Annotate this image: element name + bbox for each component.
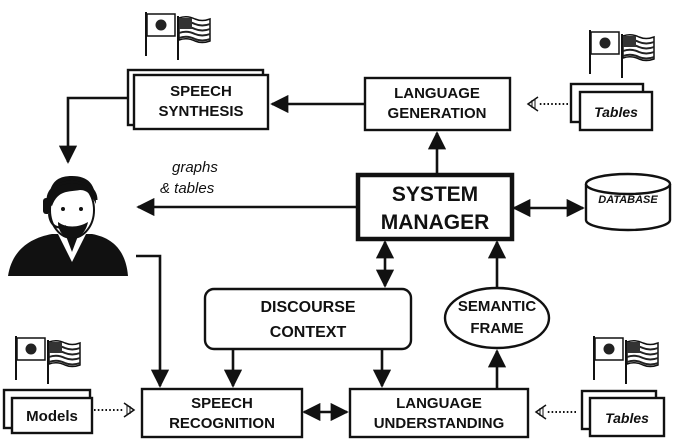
language-generation-node: LANGUAGE GENERATION xyxy=(363,76,512,132)
discourse-context-line2: CONTEXT xyxy=(270,324,347,341)
system-manager-node: SYSTEM MANAGER xyxy=(355,172,515,242)
graphs-tables-line2: & tables xyxy=(160,180,215,197)
models-feed-arrow xyxy=(93,402,135,418)
speech-synthesis-node: SPEECH SYNTHESIS xyxy=(126,68,270,131)
discourse-context-line1: DISCOURSE xyxy=(260,299,355,316)
system-manager-line2: MANAGER xyxy=(381,211,490,234)
flags-icon-synthesis xyxy=(145,11,211,61)
tables-top-node: Tables xyxy=(569,82,654,132)
arrow-synthesis-to-user xyxy=(58,96,128,164)
flags-icon-tables-bottom xyxy=(593,335,659,385)
system-manager-line1: SYSTEM xyxy=(392,183,478,206)
tables-bottom-label: Tables xyxy=(605,410,649,426)
language-understanding-line2: UNDERSTANDING xyxy=(374,415,505,432)
language-understanding-line1: LANGUAGE xyxy=(396,395,482,412)
language-generation-line1: LANGUAGE xyxy=(394,85,480,102)
speech-recognition-line2: RECOGNITION xyxy=(169,415,275,432)
tables-top-feed-arrow xyxy=(527,96,569,112)
semantic-frame-line2: FRAME xyxy=(470,320,523,337)
discourse-context-node: DISCOURSE CONTEXT xyxy=(203,287,413,351)
flags-icon-models xyxy=(15,335,81,385)
speech-recognition-node: SPEECH RECOGNITION xyxy=(140,387,304,439)
language-understanding-node: LANGUAGE UNDERSTANDING xyxy=(348,387,530,439)
speech-recognition-line1: SPEECH xyxy=(191,395,253,412)
models-label: Models xyxy=(26,408,78,425)
speech-synthesis-line1: SPEECH xyxy=(170,83,232,100)
semantic-frame-node: SEMANTIC FRAME xyxy=(443,286,551,350)
database-node: DATABASE xyxy=(584,172,672,232)
semantic-frame-line1: SEMANTIC xyxy=(458,298,537,315)
models-node: Models xyxy=(2,388,94,435)
user-with-headset-icon xyxy=(8,176,128,276)
tables-bottom-feed-arrow xyxy=(535,404,577,420)
arrow-user-to-recognition xyxy=(136,254,170,388)
language-generation-line2: GENERATION xyxy=(388,105,487,122)
graphs-tables-line1: graphs xyxy=(172,159,218,176)
flags-icon-tables-top xyxy=(589,29,655,79)
database-label: DATABASE xyxy=(598,194,658,206)
tables-bottom-node: Tables xyxy=(580,389,666,438)
tables-top-label: Tables xyxy=(594,104,638,120)
speech-synthesis-line2: SYNTHESIS xyxy=(158,103,243,120)
